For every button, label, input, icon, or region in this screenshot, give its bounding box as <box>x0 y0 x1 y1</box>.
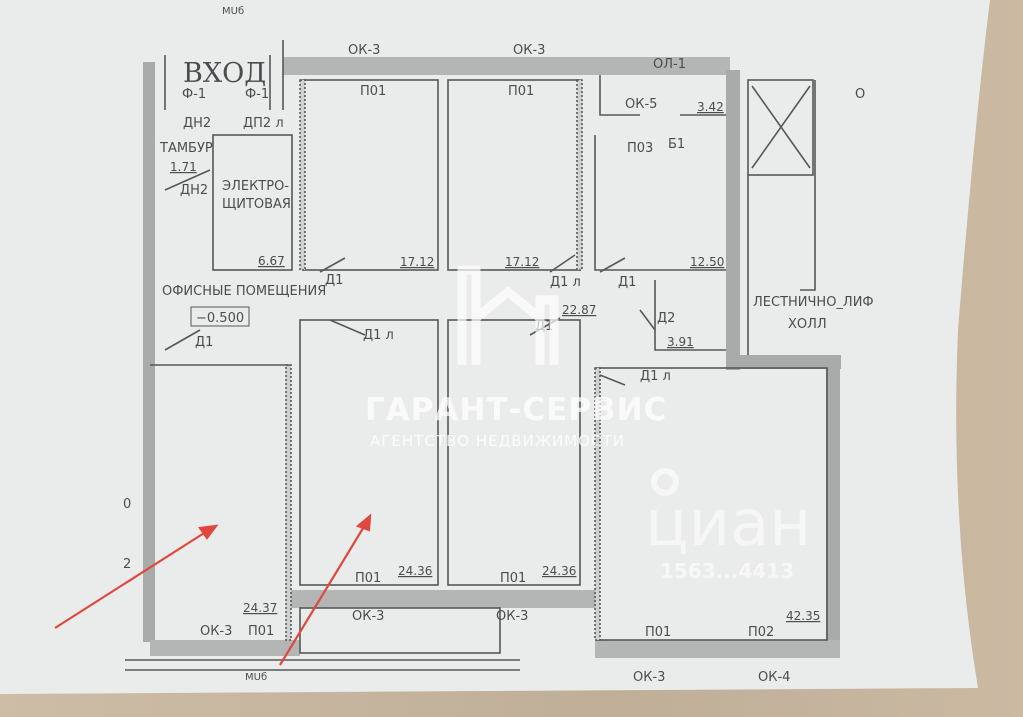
agency-watermark: ГАРАНТ-СЕРВИС АГЕНТСТВО НЕДВИЖИМОСТИ <box>365 265 667 450</box>
door-label: ДН2 <box>180 183 208 198</box>
door-label: Б1 <box>668 137 685 152</box>
room-code: П01 <box>355 571 381 586</box>
window-label: ОК-5 <box>625 97 657 112</box>
arrowhead-icon <box>198 524 219 540</box>
misc-label: О <box>855 87 865 102</box>
room-area: 24.37 <box>243 601 277 615</box>
window-label: ОК-3 <box>348 43 380 58</box>
window-label: ОК-3 <box>496 609 528 624</box>
cian-logo: циан <box>645 487 811 561</box>
room-code: П03 <box>627 141 653 156</box>
room-code: П02 <box>748 625 774 640</box>
house-logo-icon <box>457 265 559 365</box>
door-label: Д1 л <box>640 369 671 384</box>
level-mark-box <box>190 306 250 327</box>
agency-name: ГАРАНТ-СЕРВИС <box>365 392 667 428</box>
door-label: ДН2 <box>183 116 211 131</box>
room-code: П01 <box>248 624 274 639</box>
entrance-label: ВХОД <box>183 58 266 89</box>
paper-sheet <box>0 0 990 694</box>
room-area: 3.91 <box>667 335 694 349</box>
cian-id: 1563...4413 <box>660 559 794 583</box>
arrowhead-icon <box>355 513 372 532</box>
misc-label: МUб <box>222 6 244 17</box>
door-label: Д1 <box>325 273 343 288</box>
red-arrow <box>54 527 213 629</box>
window-label: ОЛ-1 <box>653 57 686 72</box>
room-area: 17.12 <box>505 255 539 269</box>
window-label: ОК-3 <box>200 624 232 639</box>
room-area: 12.50 <box>690 255 724 269</box>
door-label: Д2 <box>657 311 675 326</box>
room-area: 24.36 <box>542 564 576 578</box>
stair-hall-label: ХОЛЛ <box>788 317 827 332</box>
window-label: ОК-3 <box>513 43 545 58</box>
room-code: П01 <box>500 571 526 586</box>
misc-label: МUб <box>245 672 267 683</box>
walls <box>125 40 841 671</box>
stair-hall-label: ЛЕСТНИЧНО_ЛИФ <box>753 295 874 310</box>
red-arrow <box>279 519 369 666</box>
window-label: ОК-4 <box>758 670 790 685</box>
agency-subtitle: АГЕНТСТВО НЕДВИЖИМОСТИ <box>370 432 625 450</box>
door-label: Д1 <box>195 335 213 350</box>
electrical-room-label: ЩИТОВАЯ <box>222 197 291 212</box>
electrical-room-area: 6.67 <box>258 254 285 268</box>
room-area: 3.42 <box>697 100 724 114</box>
plan-labels: ВХОД Ф-1 Ф-1 МUб ДН2 ДП2 л ТАМБУР 1.71 Д… <box>123 6 874 685</box>
door-label: Д1 <box>618 275 636 290</box>
door-label: Ф-1 <box>182 87 206 102</box>
door-label: ДП2 л <box>243 116 284 131</box>
misc-label: 0 <box>123 497 131 512</box>
office-label: ОФИСНЫЕ ПОМЕЩЕНИЯ <box>162 284 326 299</box>
electrical-room-label: ЭЛЕКТРО- <box>222 179 289 194</box>
vestibule-area: 1.71 <box>170 160 197 174</box>
location-pin-icon <box>651 468 679 496</box>
room-code: П01 <box>360 84 386 99</box>
level-mark: −0.500 <box>196 311 244 326</box>
window-label: ОК-3 <box>352 609 384 624</box>
room-area: 42.35 <box>786 609 820 623</box>
misc-label: 2 <box>123 557 131 572</box>
red-arrows <box>54 513 372 666</box>
room-code: П01 <box>508 84 534 99</box>
room-code: П01 <box>645 625 671 640</box>
room-area: 17.12 <box>400 255 434 269</box>
door-label: Д1 л <box>550 275 581 290</box>
cian-watermark: циан 1563...4413 <box>645 468 811 583</box>
door-label: Ф-1 <box>245 87 269 102</box>
room-area: 24.36 <box>398 564 432 578</box>
door-label: Д1 л <box>363 328 394 343</box>
vestibule-label: ТАМБУР <box>159 141 213 156</box>
window-label: ОК-3 <box>633 670 665 685</box>
room-area: 22.87 <box>562 303 596 317</box>
